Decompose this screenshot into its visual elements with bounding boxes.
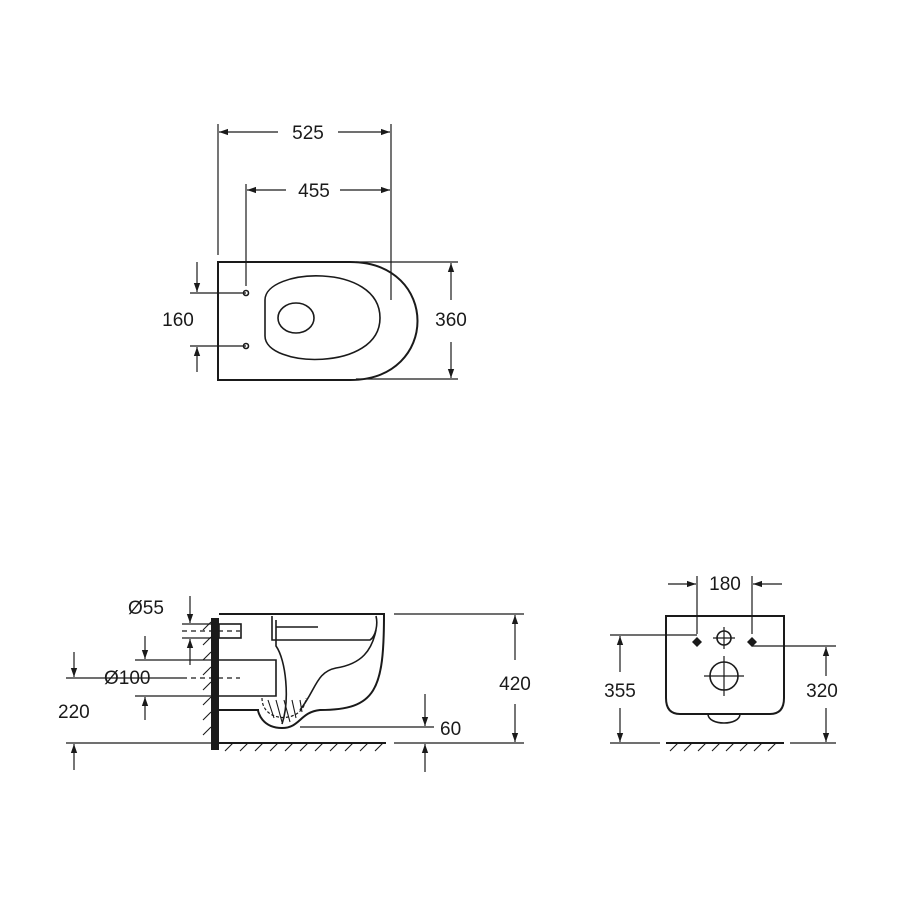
drain-hole	[277, 302, 315, 334]
dim-220-label: 220	[58, 702, 90, 723]
dim-420-label: 420	[499, 674, 531, 695]
wall	[211, 618, 219, 750]
bowl-opening	[264, 275, 381, 361]
side-view: Ø55 Ø100 220 420 60	[58, 596, 531, 772]
dim-525-label: 525	[292, 123, 324, 144]
dim-455-label: 455	[298, 181, 330, 202]
dim-55-label: Ø55	[128, 598, 164, 619]
bolt-left	[692, 637, 702, 647]
trap-water	[261, 697, 307, 723]
outlet-pipe	[219, 659, 277, 697]
dim-180-label: 180	[709, 574, 741, 595]
dim-320-label: 320	[806, 681, 838, 702]
top-view-outline	[217, 261, 419, 381]
front-view: 180 355 320	[604, 574, 838, 752]
front-inlet-marker	[713, 627, 735, 649]
top-view: 525 455 160 360	[162, 123, 467, 381]
dim-355-label: 355	[604, 681, 636, 702]
dim-60-label: 60	[440, 719, 461, 740]
dim-160-label: 160	[162, 310, 194, 331]
wall-hatching	[202, 621, 212, 736]
front-view-outline	[665, 615, 785, 715]
floor-hatching	[224, 742, 384, 752]
front-outlet-marker	[704, 656, 744, 696]
side-view-outline	[219, 613, 386, 730]
bolt-right	[747, 637, 757, 647]
rim-inner	[271, 615, 378, 641]
dim-360-label: 360	[435, 310, 467, 331]
front-floor-hatching	[669, 742, 777, 752]
trap-curve	[299, 629, 377, 711]
trap-wall	[275, 620, 288, 725]
front-outlet-bottom	[707, 713, 741, 724]
